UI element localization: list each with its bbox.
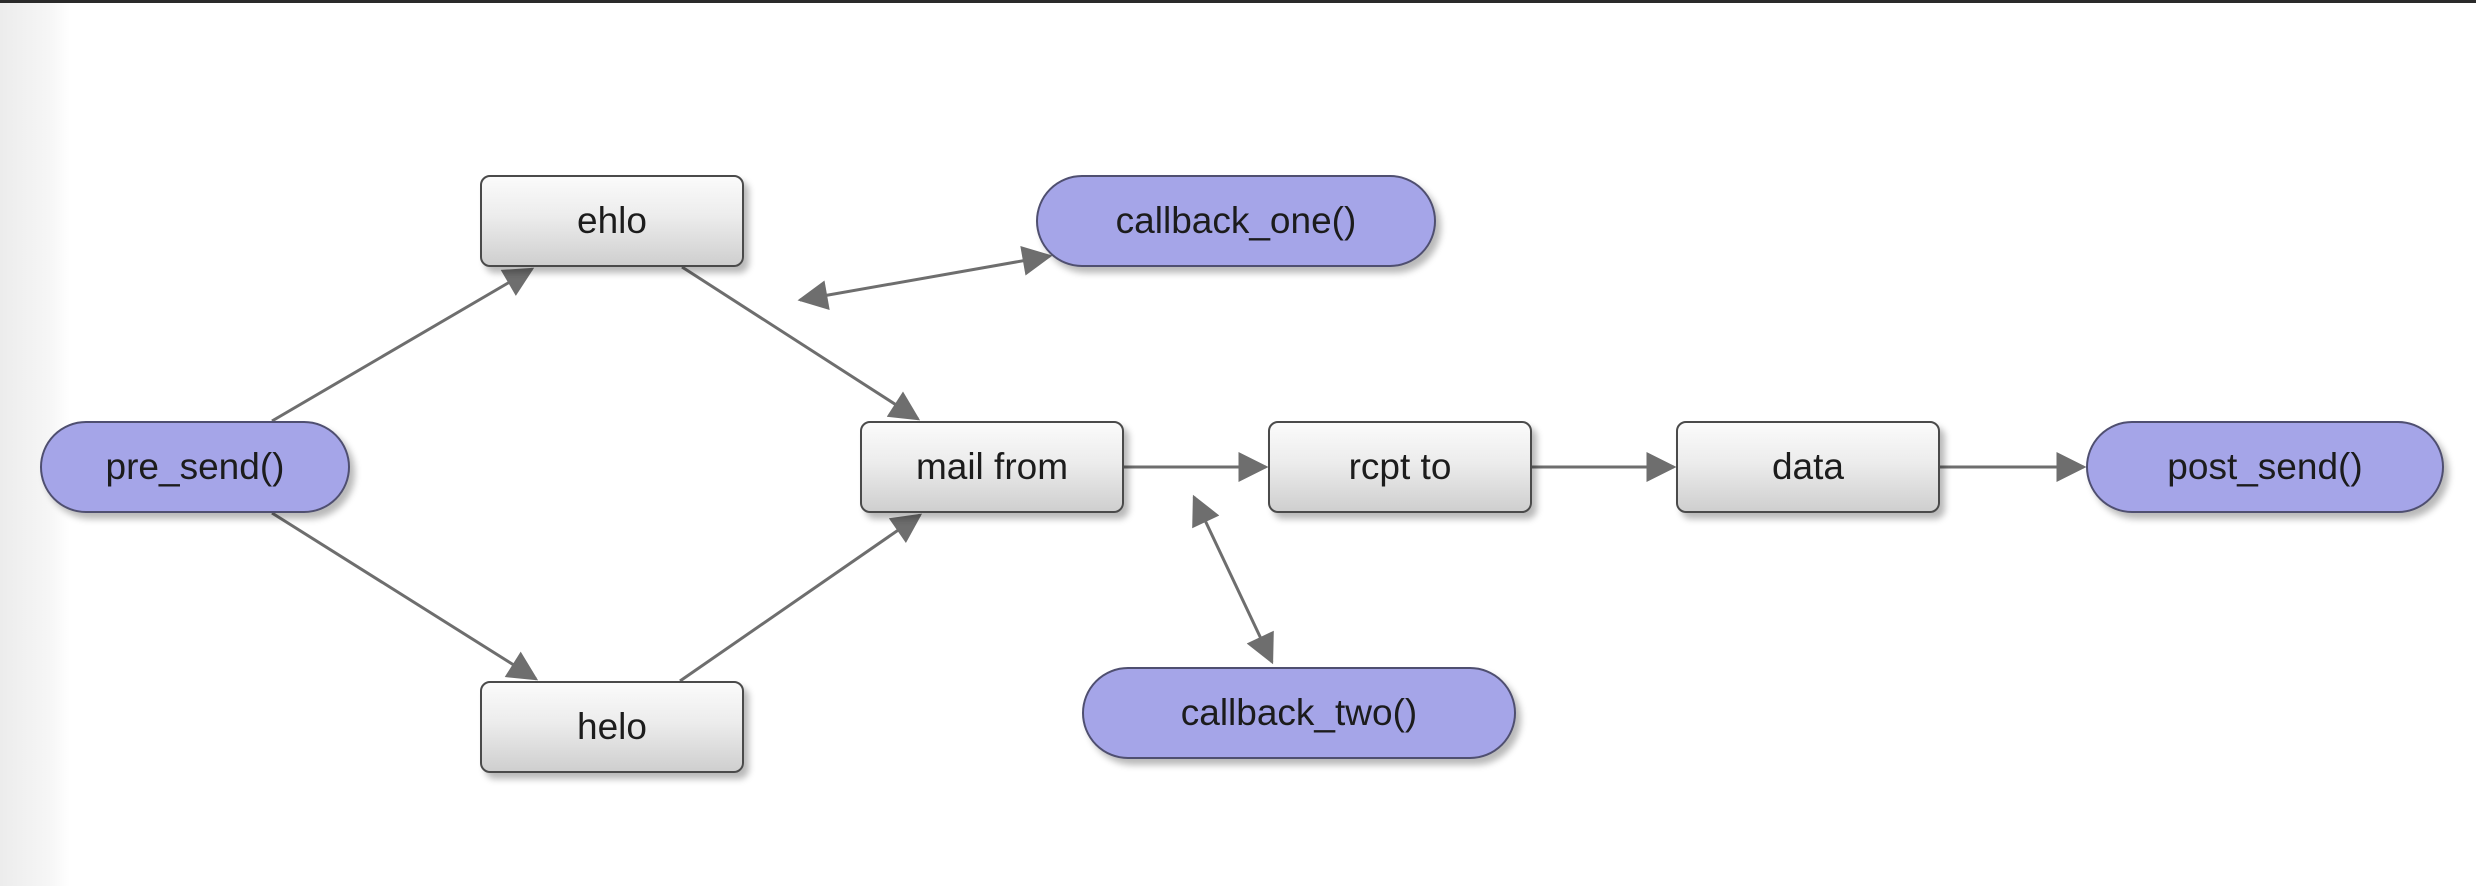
node-callback-two: callback_two() bbox=[1082, 667, 1516, 759]
node-ehlo: ehlo bbox=[480, 175, 744, 267]
node-pre-send: pre_send() bbox=[40, 421, 350, 513]
node-pre-send-label: pre_send() bbox=[105, 446, 285, 487]
edge-callback-one-bidirectional bbox=[797, 245, 1053, 311]
edge-callback-two-bidirectional bbox=[1192, 494, 1274, 665]
node-callback-one: callback_one() bbox=[1036, 175, 1436, 267]
edge-ehlo-to-mail-from bbox=[681, 265, 921, 421]
node-ehlo-label: ehlo bbox=[577, 200, 647, 241]
edge-helo-to-mail-from bbox=[679, 513, 923, 683]
node-mail-from-label: mail from bbox=[915, 446, 1069, 487]
node-rcpt-to-label: rcpt to bbox=[1348, 446, 1452, 487]
top-border bbox=[0, 0, 2476, 3]
edge-pre-send-to-ehlo bbox=[271, 267, 535, 423]
node-data: data bbox=[1676, 421, 1940, 513]
node-post-send: post_send() bbox=[2086, 421, 2444, 513]
node-data-label: data bbox=[1771, 446, 1844, 487]
node-callback-two-label: callback_two() bbox=[1180, 692, 1418, 733]
edge-pre-send-to-helo bbox=[271, 511, 539, 681]
node-callback-one-label: callback_one() bbox=[1115, 200, 1357, 241]
node-helo-label: helo bbox=[577, 706, 647, 747]
node-rcpt-to: rcpt to bbox=[1268, 421, 1532, 513]
node-helo: helo bbox=[480, 681, 744, 773]
node-post-send-label: post_send() bbox=[2167, 446, 2363, 487]
node-mail-from: mail from bbox=[860, 421, 1124, 513]
